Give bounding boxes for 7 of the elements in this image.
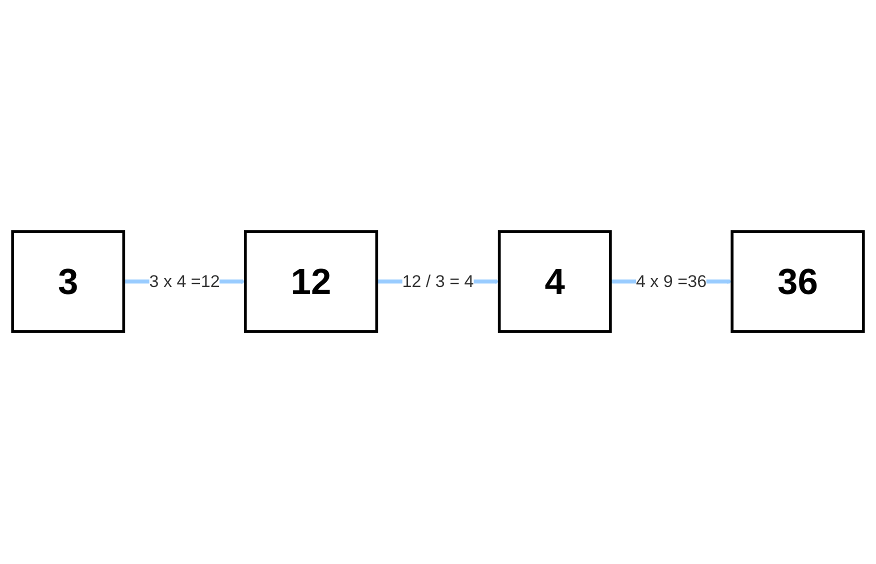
- node-box: 3: [11, 230, 126, 334]
- node-box: 12: [244, 230, 378, 334]
- node-box: 4: [498, 230, 612, 334]
- node-box: 36: [730, 230, 865, 334]
- edge-label: 12 / 3 = 4: [402, 272, 474, 292]
- edge-label: 3 x 4 =12: [149, 272, 220, 292]
- edge-label: 4 x 9 =36: [636, 272, 707, 292]
